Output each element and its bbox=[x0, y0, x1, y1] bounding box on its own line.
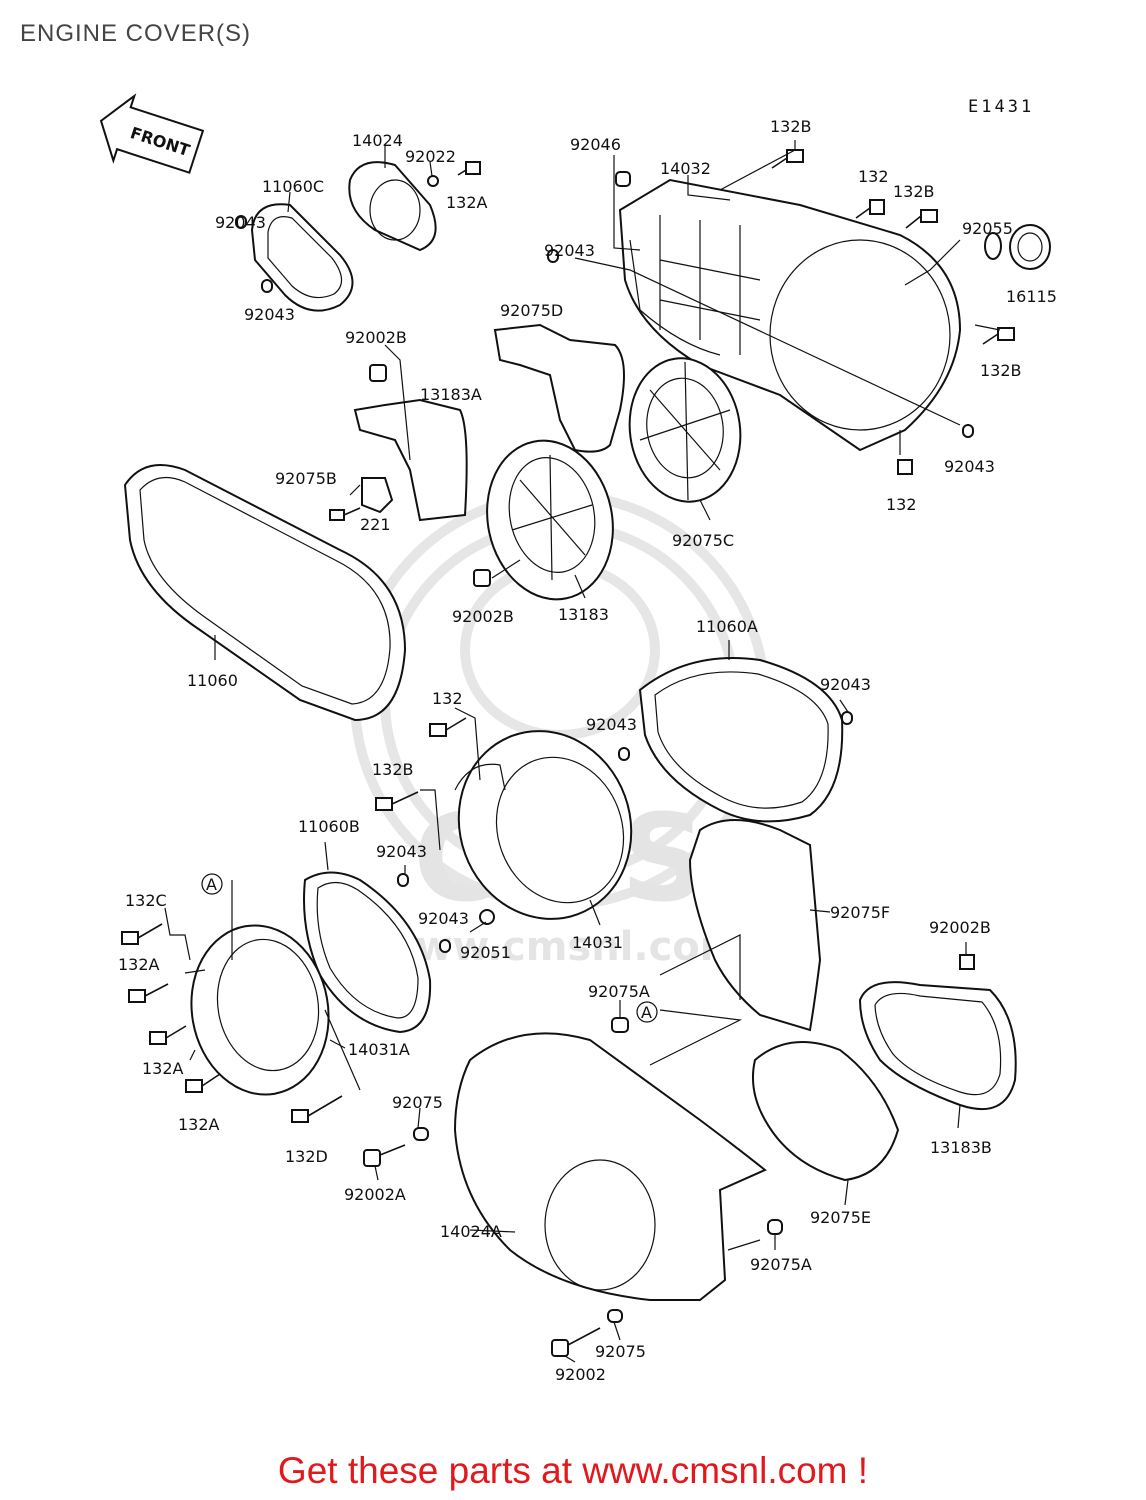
cover-14031a bbox=[190, 924, 330, 1096]
part-label: 132A bbox=[142, 1059, 184, 1078]
part-label: 92022 bbox=[405, 147, 456, 166]
part-label: 92075B bbox=[275, 469, 337, 488]
part-label: 221 bbox=[360, 515, 391, 534]
ref-mark-a-2: A bbox=[636, 1001, 658, 1023]
part-label: 92043 bbox=[586, 715, 637, 734]
part-label: 11060C bbox=[262, 177, 324, 196]
rubber-92075b bbox=[361, 477, 394, 514]
ref-mark-a-2-label: A bbox=[641, 1003, 652, 1022]
part-label: 132A bbox=[118, 955, 160, 974]
part-label: 14031 bbox=[572, 933, 623, 952]
part-label: 92043 bbox=[215, 213, 266, 232]
part-label: 132A bbox=[178, 1115, 220, 1134]
part-label: 14024 bbox=[352, 131, 403, 150]
part-label: 132C bbox=[125, 891, 167, 910]
part-labels: 14024 92022 11060C 132A 92043 92043 9204… bbox=[118, 117, 1057, 1384]
leader-lines bbox=[164, 140, 1001, 1363]
part-label: 92043 bbox=[376, 842, 427, 861]
part-label: 14032 bbox=[660, 159, 711, 178]
part-label: 14024A bbox=[440, 1222, 502, 1241]
part-label: 16115 bbox=[1006, 287, 1057, 306]
part-label: 132A bbox=[446, 193, 488, 212]
plate-13183a bbox=[353, 398, 468, 522]
part-label: 92075A bbox=[750, 1255, 812, 1274]
gasket-11060c bbox=[250, 203, 354, 312]
part-label: 13183B bbox=[930, 1138, 992, 1157]
ref-mark-a-1-label: A bbox=[206, 875, 217, 894]
part-label: 13183A bbox=[420, 385, 482, 404]
ref-mark-a-1: A bbox=[201, 873, 223, 895]
gasket-11060 bbox=[123, 464, 407, 722]
gasket-11060a bbox=[638, 657, 844, 823]
part-label: 92002B bbox=[929, 918, 991, 937]
part-label: 92046 bbox=[570, 135, 621, 154]
part-label: 92002 bbox=[555, 1365, 606, 1384]
footer-promo: Get these parts at www.cmsnl.com ! bbox=[277, 1450, 869, 1491]
plate-13183b bbox=[858, 981, 1017, 1110]
part-label: 11060B bbox=[298, 817, 360, 836]
part-label: 92075A bbox=[588, 982, 650, 1001]
plate-13183 bbox=[486, 439, 614, 601]
part-label: 92075F bbox=[830, 903, 890, 922]
part-label: 92043 bbox=[418, 909, 469, 928]
diagram-code: E1431 bbox=[968, 97, 1035, 117]
part-label: 92075 bbox=[595, 1342, 646, 1361]
part-label: 13183 bbox=[558, 605, 609, 624]
rubber-92075e bbox=[752, 1041, 900, 1182]
plug-16115 bbox=[984, 224, 1051, 270]
part-label: 132 bbox=[858, 167, 889, 186]
cover-14031 bbox=[457, 730, 633, 920]
part-label: 132B bbox=[372, 760, 414, 779]
page-title: ENGINE COVER(S) bbox=[20, 20, 252, 47]
part-label: 132B bbox=[980, 361, 1022, 380]
parts-diagram: CMS www.cmsnl.com FRONT A A bbox=[99, 93, 1057, 1384]
part-label: 92055 bbox=[962, 219, 1013, 238]
fasteners bbox=[121, 149, 1015, 1357]
part-label: 11060A bbox=[696, 617, 758, 636]
part-label: 92075C bbox=[672, 531, 734, 550]
rubber-92075f bbox=[688, 819, 822, 1032]
front-arrow: FRONT bbox=[99, 93, 205, 174]
part-label: 92002B bbox=[345, 328, 407, 347]
part-label: 92075D bbox=[500, 301, 563, 320]
part-label: 132B bbox=[893, 182, 935, 201]
part-label: 132B bbox=[770, 117, 812, 136]
part-label: 11060 bbox=[187, 671, 238, 690]
part-label: 92075E bbox=[810, 1208, 871, 1227]
part-label: 92002A bbox=[344, 1185, 406, 1204]
part-label: 92051 bbox=[460, 943, 511, 962]
part-label: 132 bbox=[432, 689, 463, 708]
part-label: 92043 bbox=[820, 675, 871, 694]
part-label: 92075 bbox=[392, 1093, 443, 1112]
part-label: 92043 bbox=[544, 241, 595, 260]
part-label: 92002B bbox=[452, 607, 514, 626]
cover-14024a bbox=[453, 1032, 767, 1301]
part-label: 14031A bbox=[348, 1040, 410, 1059]
cover-14024 bbox=[348, 161, 437, 252]
crankcase-cover-14032 bbox=[618, 178, 962, 452]
part-label: 132D bbox=[285, 1147, 328, 1166]
part-label: 132 bbox=[886, 495, 917, 514]
part-label: 92043 bbox=[944, 457, 995, 476]
rubber-92075d bbox=[493, 323, 625, 453]
watermark-url: www.cmsnl.com bbox=[379, 924, 742, 970]
part-label: 92043 bbox=[244, 305, 295, 324]
